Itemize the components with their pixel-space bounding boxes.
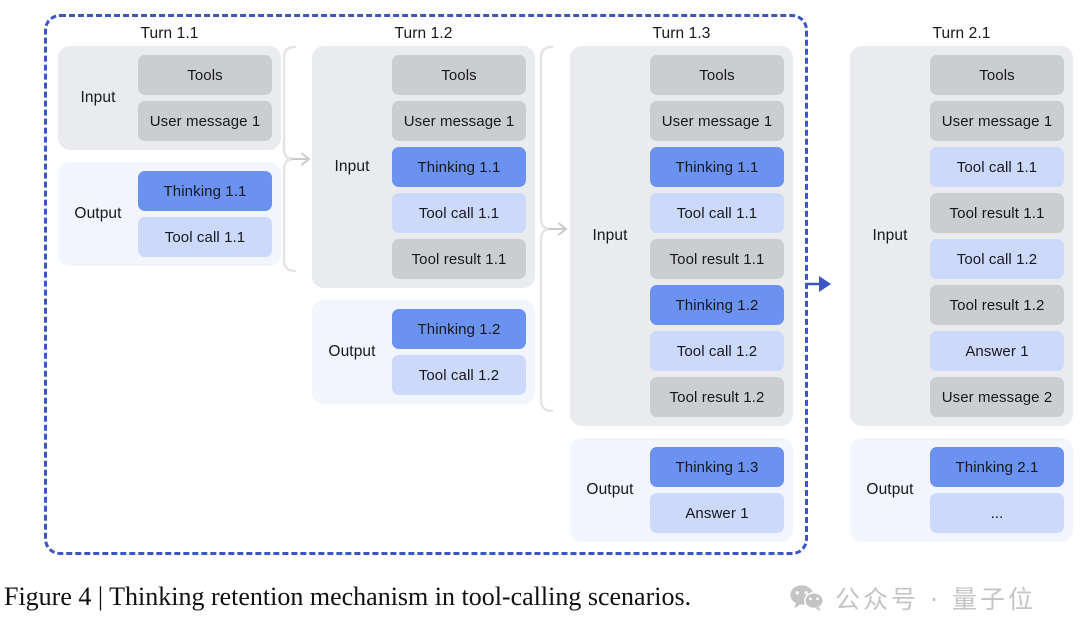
context-block-user-message: User message 1	[930, 101, 1064, 141]
output-blocks: Thinking 1.3 Answer 1	[650, 447, 784, 533]
figure-caption: Figure 4 | Thinking retention mechanism …	[4, 582, 692, 611]
turn-title: Turn 1.2	[394, 25, 453, 42]
watermark-text: 公众号 · 量子位	[835, 585, 1036, 614]
wechat-icon	[790, 585, 824, 612]
output-panel: Output Thinking 1.1 Tool call 1.1	[58, 162, 281, 266]
input-panel: Input Tools User message 1	[58, 46, 281, 150]
output-panel: Output Thinking 1.3 Answer 1	[570, 438, 793, 542]
output-label: Output	[328, 343, 376, 360]
turn-1-dashed-group	[44, 14, 808, 555]
turn-column-3: Turn 1.3 Input Tools User message 1 Thin…	[570, 24, 793, 542]
context-block-tools: Tools	[930, 55, 1064, 95]
tool-result-block: Tool result 1.2	[930, 285, 1064, 325]
input-blocks: Tools User message 1	[138, 55, 272, 141]
input-panel: Input Tools User message 1 Tool call 1.1…	[850, 46, 1073, 426]
output-label: Output	[74, 205, 122, 222]
input-blocks: Tools User message 1 Thinking 1.1 Tool c…	[392, 55, 526, 279]
thinking-block: Thinking 1.2	[650, 285, 784, 325]
tool-result-block: Tool result 1.2	[650, 377, 784, 417]
turn-title: Turn 1.3	[652, 25, 711, 42]
tool-call-block: Tool call 1.1	[930, 147, 1064, 187]
thinking-block: Thinking 1.1	[138, 171, 272, 211]
input-blocks: Tools User message 1 Tool call 1.1 Tool …	[930, 55, 1064, 417]
turn-column-2: Turn 1.2 Input Tools User message 1 Thin…	[312, 24, 535, 404]
input-label: Input	[80, 89, 116, 106]
tool-call-block: Tool call 1.2	[650, 331, 784, 371]
context-block-user-message: User message 1	[650, 101, 784, 141]
answer-block: Answer 1	[650, 493, 784, 533]
output-panel: Output Thinking 2.1 ...	[850, 438, 1073, 542]
context-block-tools: Tools	[138, 55, 272, 95]
thinking-block: Thinking 1.2	[392, 309, 526, 349]
output-label: Output	[586, 481, 634, 498]
answer-block: Answer 1	[930, 331, 1064, 371]
output-blocks: Thinking 1.1 Tool call 1.1	[138, 171, 272, 257]
tool-result-block: Tool result 1.1	[650, 239, 784, 279]
input-panel: Input Tools User message 1 Thinking 1.1 …	[570, 46, 793, 426]
turn-title: Turn 1.1	[140, 25, 199, 42]
context-block-tools: Tools	[392, 55, 526, 95]
context-block-user-message: User message 2	[930, 377, 1064, 417]
input-panel: Input Tools User message 1 Thinking 1.1 …	[312, 46, 535, 288]
thinking-block: Thinking 1.1	[392, 147, 526, 187]
context-block-user-message: User message 1	[392, 101, 526, 141]
tool-call-block: Tool call 1.2	[392, 355, 526, 395]
output-blocks: Thinking 2.1 ...	[930, 447, 1064, 533]
turn-title: Turn 2.1	[932, 25, 991, 42]
input-label: Input	[334, 158, 370, 175]
tool-call-block: Tool call 1.1	[650, 193, 784, 233]
input-label: Input	[592, 227, 628, 244]
output-panel: Output Thinking 1.2 Tool call 1.2	[312, 300, 535, 404]
tool-call-block: Tool call 1.1	[138, 217, 272, 257]
ellipsis-block: ...	[930, 493, 1064, 533]
turn-transition-arrow-icon	[806, 276, 831, 292]
turn-column-1: Turn 1.1 Input Tools User message 1 Outp…	[58, 24, 281, 266]
tool-call-block: Tool call 1.2	[930, 239, 1064, 279]
thinking-block: Thinking 1.3	[650, 447, 784, 487]
turn-columns: Turn 1.1 Input Tools User message 1 Outp…	[58, 24, 1073, 542]
thinking-block: Thinking 1.1	[650, 147, 784, 187]
output-label: Output	[866, 481, 914, 498]
tool-result-block: Tool result 1.1	[930, 193, 1064, 233]
watermark: 公众号 · 量子位	[789, 580, 1036, 616]
tool-result-block: Tool result 1.1	[392, 239, 526, 279]
tool-call-block: Tool call 1.1	[392, 193, 526, 233]
input-blocks: Tools User message 1 Thinking 1.1 Tool c…	[650, 55, 784, 417]
context-block-tools: Tools	[650, 55, 784, 95]
context-block-user-message: User message 1	[138, 101, 272, 141]
turn-column-4: Turn 2.1 Input Tools User message 1 Tool…	[850, 24, 1073, 542]
output-blocks: Thinking 1.2 Tool call 1.2	[392, 309, 526, 395]
thinking-block: Thinking 2.1	[930, 447, 1064, 487]
input-label: Input	[872, 227, 908, 244]
